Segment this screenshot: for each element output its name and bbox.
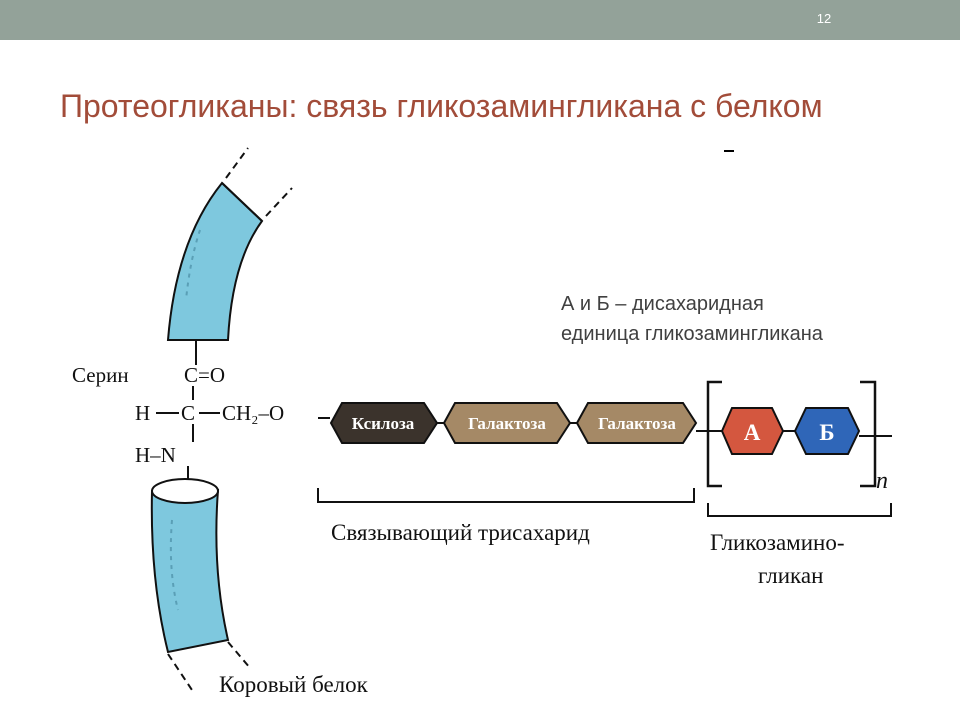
hydrogen-left: H: [135, 401, 150, 425]
chem-bonds: [156, 386, 330, 442]
linker-label: Связывающий трисахарид: [331, 520, 590, 545]
amine-group: H–N: [135, 443, 176, 467]
linker-trisaccharide: Ксилоза Галактоза Галактоза: [329, 402, 698, 444]
disaccharide-note: А и Б – дисахаридная единица гликозаминг…: [561, 289, 823, 349]
top-bar: 12: [0, 0, 960, 40]
repeat-n: n: [876, 468, 888, 494]
note-line-2: единица гликозамингликана: [561, 323, 823, 345]
disaccharide-unit-b: Б: [793, 407, 861, 455]
galactose-unit-2: Галактоза: [575, 402, 698, 444]
xylose-label: Ксилоза: [352, 414, 415, 433]
note-line-1: А и Б – дисахаридная: [561, 293, 764, 315]
slide-number: 12: [816, 11, 832, 26]
unit-a-label: А: [744, 420, 761, 445]
gag-label-line2: гликан: [758, 563, 823, 588]
galactose-label-1: Галактоза: [468, 414, 546, 433]
core-protein-upper: [166, 147, 293, 341]
slide-title: Протеогликаны: связь гликозамингликана с…: [60, 88, 823, 124]
repeat-bracket: [706, 380, 877, 488]
gag-label-line1: Гликозамино-: [710, 530, 845, 555]
disaccharide-unit-a: А: [720, 407, 785, 455]
alpha-carbon: C: [181, 401, 195, 425]
galactose-label-2: Галактоза: [598, 414, 676, 433]
ch2-o-group: CH₂–O: [222, 401, 284, 425]
gag-brace: [707, 503, 892, 517]
core-protein-label: Коровый белок: [219, 672, 369, 697]
unit-b-label: Б: [819, 420, 834, 445]
galactose-unit-1: Галактоза: [442, 402, 572, 444]
carbonyl-group: C=O: [184, 363, 225, 387]
serine-label: Серин: [72, 363, 129, 387]
linker-brace: [317, 488, 695, 503]
xylose-unit: Ксилоза: [329, 402, 439, 444]
core-protein-lower: [150, 478, 251, 691]
